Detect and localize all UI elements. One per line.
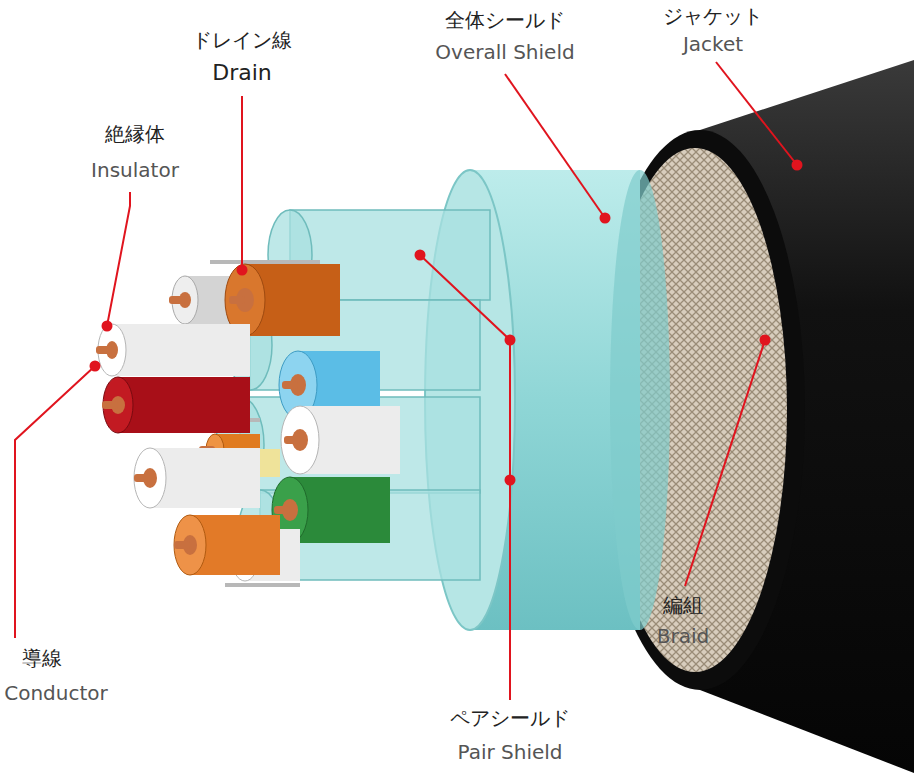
- part-label: ジャケット: [663, 4, 763, 28]
- part-label: Conductor: [4, 681, 108, 705]
- part-label: 導線: [22, 646, 62, 670]
- leader-dots: [90, 160, 803, 486]
- part-label: Pair Shield: [457, 740, 562, 764]
- part-label: 全体シールド: [445, 8, 565, 32]
- part-label: 編組: [663, 593, 703, 617]
- braid: [603, 148, 787, 672]
- leader-lines: [15, 62, 797, 700]
- overall-shield-edge: [610, 170, 670, 630]
- part-label: Overall Shield: [435, 40, 574, 64]
- part-label: ペアシールド: [450, 706, 570, 730]
- part-label: Braid: [657, 624, 709, 648]
- part-label: 絶縁体: [105, 122, 165, 146]
- part-label: ドレイン線: [192, 28, 292, 52]
- part-label: Drain: [212, 60, 272, 86]
- wires: [96, 264, 400, 581]
- part-label: Insulator: [91, 158, 179, 182]
- part-label: Jacket: [683, 32, 743, 56]
